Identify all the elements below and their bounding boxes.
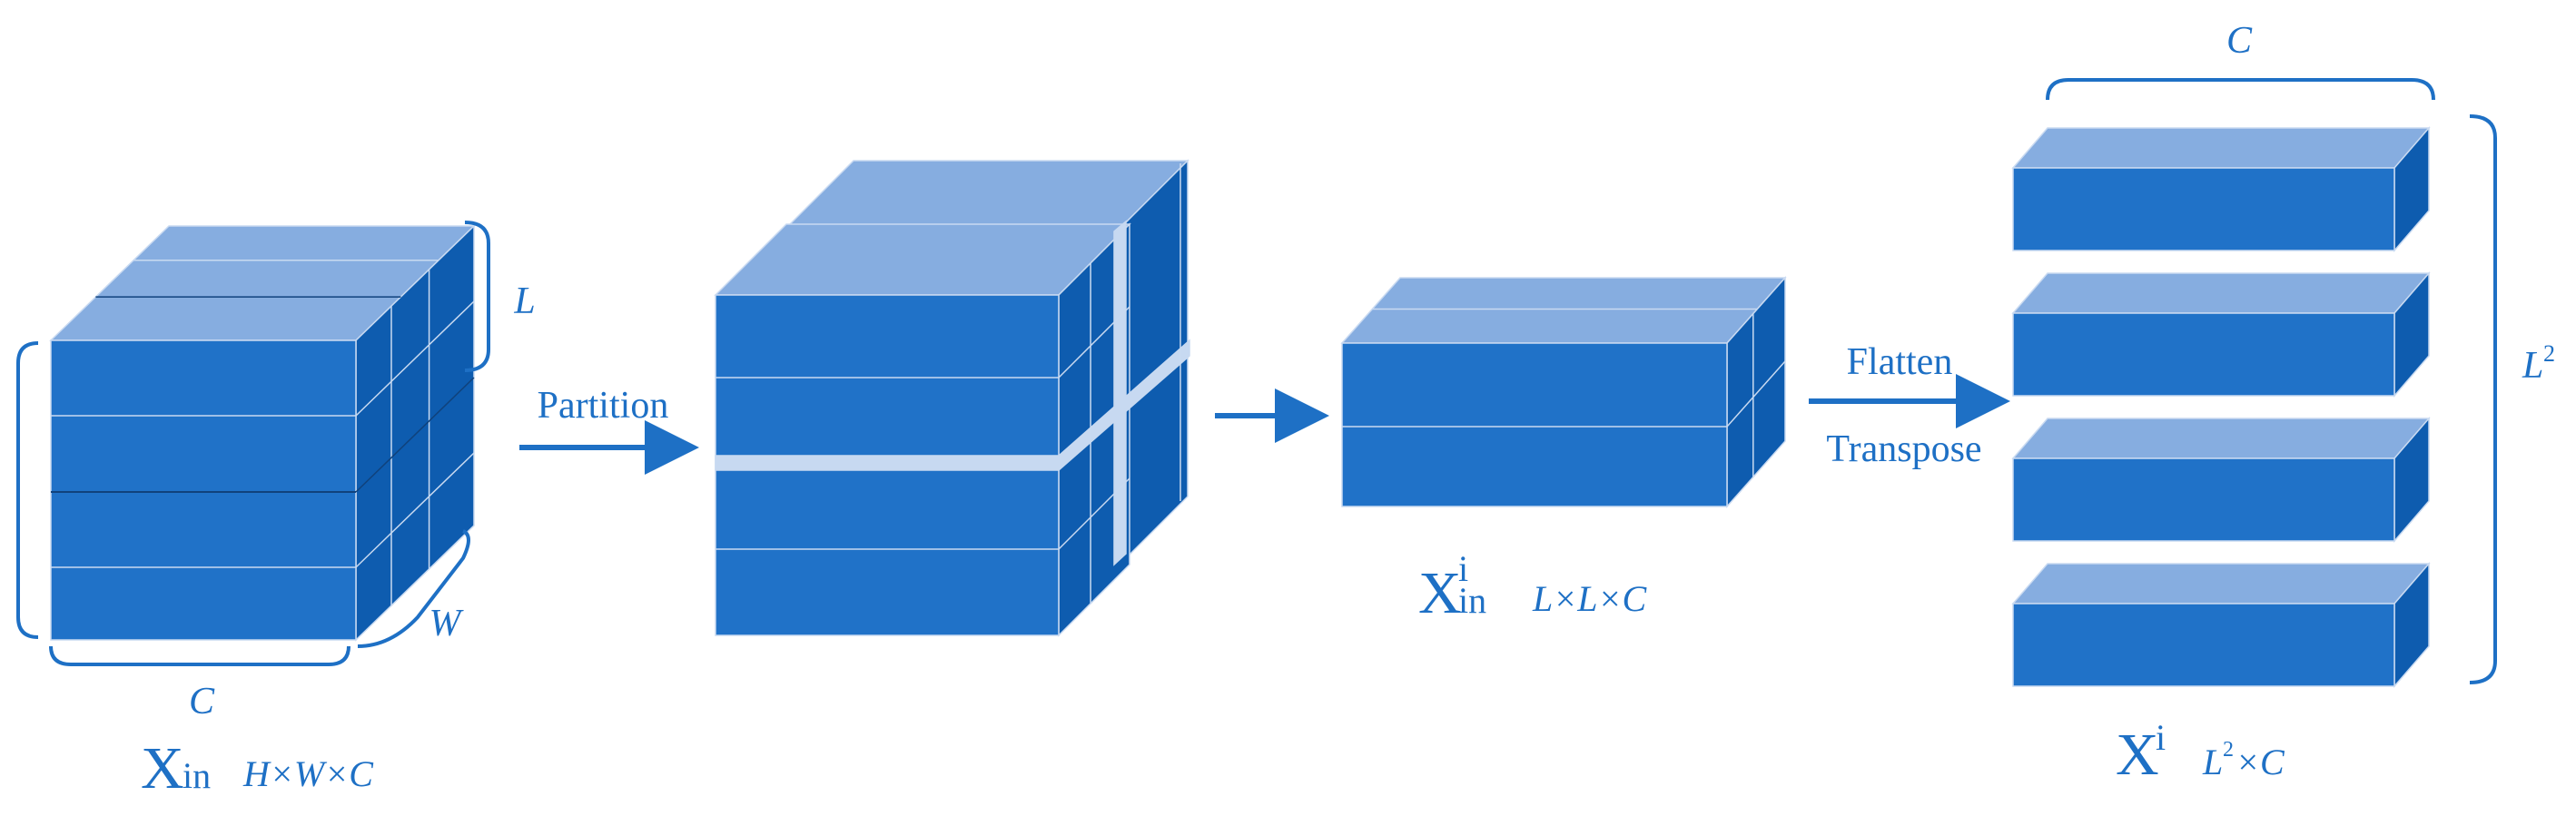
output-c-bracket xyxy=(2046,78,2435,101)
cube-top-face xyxy=(2011,418,2431,459)
output-l2-sup: 2 xyxy=(2543,340,2555,367)
input-tensor-label: X in H×W×C xyxy=(141,735,374,801)
cube-top-face xyxy=(2011,127,2431,169)
window-tensor-label: X i in L×L×C xyxy=(1418,548,1647,626)
output-l2-label: L xyxy=(2522,345,2543,387)
window-name-sup: i xyxy=(1458,548,1468,589)
input-tensor-cube xyxy=(49,224,476,642)
cube-front-face xyxy=(2012,603,2395,687)
input-name-main: X xyxy=(141,735,184,801)
output-dims-sup: 2 xyxy=(2223,738,2234,762)
input-l-bracket xyxy=(464,221,490,372)
output-token-slab xyxy=(2011,561,2431,689)
partitioned-tensor-cube xyxy=(714,159,1190,637)
cube-top-face xyxy=(2011,563,2431,605)
output-l2-bracket xyxy=(2469,114,2497,684)
output-token-slab xyxy=(2011,270,2431,398)
flatten-label: Flatten xyxy=(1847,341,1953,383)
input-w-label: W xyxy=(429,603,465,644)
partition-gap-strip xyxy=(1113,220,1127,566)
output-dims-rest: ×C xyxy=(2235,742,2285,782)
output-dims-l: L xyxy=(2202,742,2223,782)
output-tensor-label: X i L 2 ×C xyxy=(2116,717,2285,788)
input-side-h-divider xyxy=(355,452,475,568)
transpose-label: Transpose xyxy=(1826,428,1981,470)
partition-label: Partition xyxy=(538,385,669,427)
input-name-sub: in xyxy=(183,755,211,796)
output-c-label: C xyxy=(2226,20,2253,62)
cube-top-face xyxy=(1340,277,1787,344)
cube-front-face xyxy=(50,339,357,641)
partition-side-h-divider xyxy=(1058,477,1130,550)
output-name-main: X xyxy=(2116,722,2159,788)
partition-gap-band xyxy=(715,339,1190,471)
input-c-bracket xyxy=(49,645,350,666)
window-name-main: X xyxy=(1418,560,1462,626)
partition-side-h-divider xyxy=(1058,306,1130,379)
window-name-sub: in xyxy=(1458,580,1486,621)
cube-top-face xyxy=(714,223,1131,296)
input-side-h-divider xyxy=(355,300,475,417)
output-token-slab xyxy=(2011,125,2431,253)
cube-top-face xyxy=(2011,272,2431,314)
cube-front-face xyxy=(2012,167,2395,251)
cube-front-face xyxy=(1341,342,1728,507)
output-name-sup: i xyxy=(2156,717,2166,758)
input-l-label: L xyxy=(513,280,535,322)
output-token-slab xyxy=(2011,416,2431,544)
cube-front-face xyxy=(2012,457,2395,542)
window-tensor-block xyxy=(1340,276,1787,508)
partition-front-block xyxy=(714,222,1131,637)
input-dims: H×W×C xyxy=(242,753,374,794)
window-side-h-divider xyxy=(1726,360,1786,428)
output-token-stack xyxy=(2011,125,2431,689)
cube-front-face xyxy=(2012,312,2395,397)
window-body xyxy=(1340,276,1787,508)
input-side-h-divider xyxy=(355,377,475,493)
input-c-label: C xyxy=(189,681,215,723)
input-height-bracket xyxy=(16,341,39,639)
input-cube-body xyxy=(49,224,476,642)
input-w-bracket xyxy=(357,529,470,648)
window-dims: L×L×C xyxy=(1532,578,1647,619)
